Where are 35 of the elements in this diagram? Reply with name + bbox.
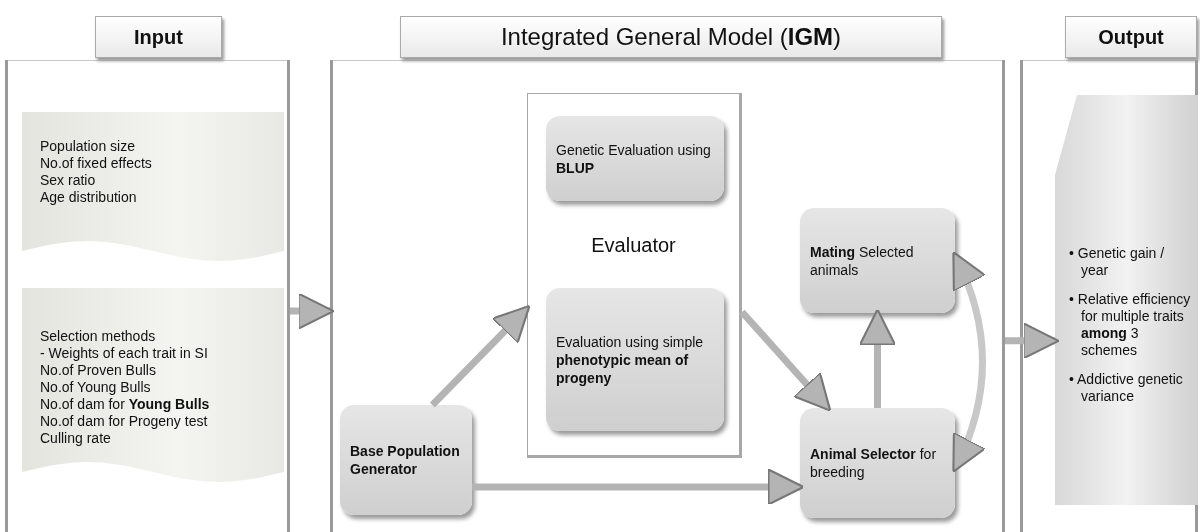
- group-label: Evaluator: [590, 234, 677, 257]
- group-box: [527, 93, 742, 458]
- list-item: Culling rate: [40, 430, 112, 447]
- box-label: Mating Selected animals: [810, 242, 915, 279]
- panel-title: Output: [1065, 16, 1197, 58]
- list-item: Sex ratio: [40, 172, 97, 189]
- process-box: [800, 208, 955, 313]
- list-item: No.of fixed effects: [40, 155, 153, 172]
- process-box: [546, 116, 724, 201]
- list-item: No.of dam for Young Bulls: [40, 396, 211, 413]
- box-label: Evaluation using simple phenotypic mean of progeny: [556, 332, 705, 387]
- panel-title: Input: [95, 16, 222, 58]
- list-item: Population size: [40, 138, 136, 155]
- bullet-item: • Addictive genetic variance: [1069, 371, 1184, 405]
- process-box: [546, 288, 724, 431]
- block-arrow: [739, 309, 832, 412]
- bullet-item: • Genetic gain / year: [1069, 245, 1166, 279]
- block-arrow: [472, 468, 805, 506]
- block-arrow: [429, 304, 531, 408]
- block-arrow: [858, 308, 897, 408]
- list-item: No.of Young Bulls: [40, 379, 152, 396]
- bullet-item: • Relative efficiency for multiple traits among 3 schemes: [1069, 291, 1192, 359]
- panel-title: Integrated General Model (IGM): [400, 16, 942, 58]
- list-item: No.of dam for Progeny test: [40, 413, 209, 430]
- list-item: Age distribution: [40, 189, 138, 206]
- box-label: Base Population Generator: [350, 442, 461, 478]
- box-label: Genetic Evaluation using BLUP: [556, 140, 712, 177]
- list-item: - Weights of each trait in SI: [40, 345, 209, 362]
- curved-double-arrow: [951, 251, 986, 473]
- list-item: Selection methods: [40, 328, 157, 345]
- process-box: [800, 408, 955, 518]
- box-label: Animal Selector for breeding: [810, 445, 938, 481]
- process-box: [340, 405, 472, 515]
- output-shape: [1055, 95, 1198, 505]
- list-item: No.of Proven Bulls: [40, 362, 157, 379]
